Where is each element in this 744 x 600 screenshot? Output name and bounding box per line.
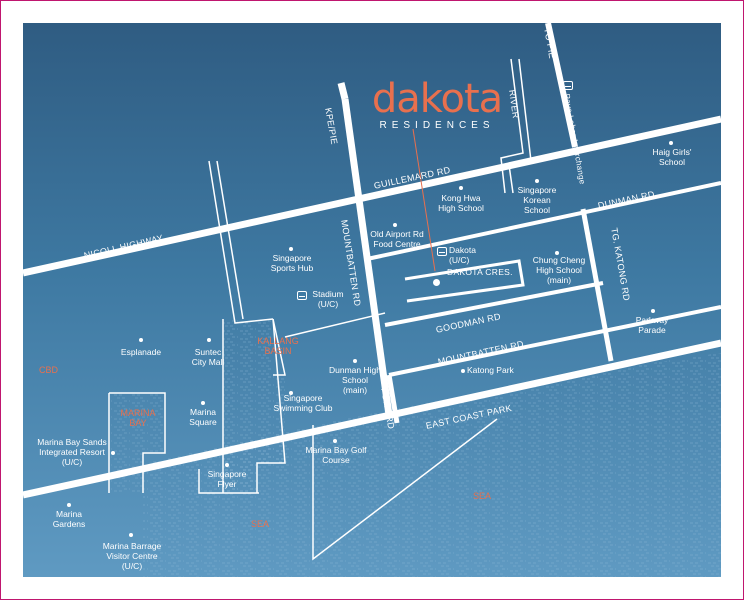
road-network [23, 23, 721, 577]
poi-kong-hwa: Kong Hwa High School [438, 193, 484, 213]
poi-singapore-flyer: Singapore Flyer [207, 469, 247, 489]
road-dunman [366, 181, 721, 261]
road-to-pie [545, 23, 578, 148]
poi-dot [207, 338, 211, 342]
poi-dot [289, 391, 293, 395]
label-dakota-cres: DAKOTA CRES. [447, 267, 513, 277]
road-dakota-cres [404, 259, 525, 303]
poi-dot [535, 179, 539, 183]
logo-pointer-line [412, 128, 436, 272]
area-sea-1: SEA [251, 519, 270, 529]
sea-area-hatching [143, 353, 721, 577]
dakota-logo: dakota RESIDENCES [361, 78, 513, 131]
marina-bay-hatching [109, 393, 165, 493]
poi-esplanade: Esplanade [120, 347, 162, 357]
area-sea-2: SEA [473, 491, 492, 501]
poi-dot [111, 451, 115, 455]
poi-dot [459, 186, 463, 190]
road-kpe [337, 82, 349, 100]
poi-parkway-parade: Parkway Parade [635, 315, 669, 335]
poi-dunman-high: Dunman High School (main) [329, 365, 381, 395]
poi-marina-bay-sands: Marina Bay Sands Integrated Resort (U/C) [37, 437, 107, 467]
poi-dot [225, 463, 229, 467]
poi-dot [129, 533, 133, 537]
dakota-site-marker [433, 279, 440, 286]
area-marina-bay: MARINA BAY [120, 408, 156, 428]
area-kallang-basin: KALLANG BASIN [257, 336, 299, 356]
poi-chung-cheng-high: Chung Cheng High School (main) [532, 255, 586, 285]
interchange-icon [563, 81, 573, 90]
road-goodman [384, 281, 604, 327]
mrt-station-icon [437, 247, 447, 256]
poi-dot [393, 223, 397, 227]
poi-marina-barrage: Marina Barrage Visitor Centre (U/C) [102, 541, 162, 571]
road-east-coast-park [23, 339, 721, 499]
road-fort [386, 374, 400, 424]
poi-suntec-city-mall: Suntec City Mall [191, 347, 225, 367]
mrt-station-icon [297, 291, 307, 300]
poi-dakota-station: Dakota (U/C) [449, 245, 476, 265]
poi-dot [289, 247, 293, 251]
poi-marina-gardens: Marina Gardens [52, 509, 86, 529]
golf-course-outline [312, 418, 498, 561]
poi-marina-square: Marina Square [189, 407, 217, 427]
flyer-outline [198, 469, 259, 494]
poi-dot [333, 439, 337, 443]
poi-marina-bay-golf-course: Marina Bay Golf Course [305, 445, 367, 465]
poi-singapore-sports-hub: Singapore Sports Hub [270, 253, 314, 273]
poi-dot [67, 503, 71, 507]
kallang-basin-outline [208, 160, 274, 324]
poi-stadium: Stadium (U/C) [312, 289, 344, 309]
logo-subtitle: RESIDENCES [379, 120, 495, 131]
road-mountbatten-horizontal [388, 305, 721, 377]
poi-dot [555, 251, 559, 255]
poi-singapore-swimming-club: Singapore Swimming Club [273, 393, 333, 413]
poi-old-airport-food-centre: Old Airport Rd Food Centre [370, 229, 424, 249]
marina-bay-outline [109, 392, 166, 493]
poi-dot [651, 309, 655, 313]
poi-dot [139, 338, 143, 342]
poi-dot [461, 369, 465, 373]
poi-dot [669, 141, 673, 145]
poi-katong-park: Katong Park [467, 365, 514, 375]
river-outline [500, 58, 524, 194]
logo-wordmark: dakota [371, 76, 503, 122]
poi-singapore-korean-school: Singapore Korean School [517, 185, 557, 215]
poi-dot [353, 359, 357, 363]
poi-dot [201, 401, 205, 405]
road-nicoll-guillemard [23, 115, 721, 277]
road-tg-katong [580, 208, 614, 362]
poi-haig-girls-school: Haig Girls' School [652, 147, 692, 167]
location-map: dakota RESIDENCES GUILLEMARD RD NICOLL H… [23, 23, 721, 577]
area-cbd: CBD [39, 365, 59, 375]
